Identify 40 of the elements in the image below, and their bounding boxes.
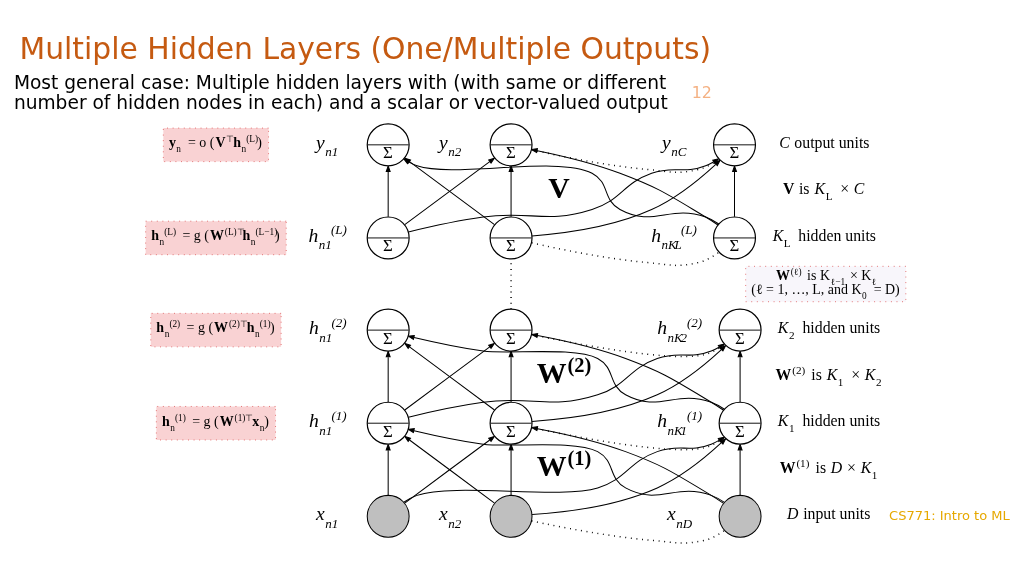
arrow bbox=[406, 335, 725, 410]
node-box: h$_{n}$$^{(1)}$ = g (W$^{(1)⊤}$x$_{n}$) bbox=[155, 406, 276, 441]
arrow bbox=[737, 349, 743, 403]
node-label: y$_{n2}$ bbox=[438, 131, 462, 160]
node-label: x$_{nD}$ bbox=[667, 503, 693, 531]
node-label: y$_{nC}$ bbox=[661, 131, 687, 160]
label: K$_{1}$ hidden units bbox=[777, 412, 881, 435]
arrow bbox=[407, 343, 726, 418]
label: W$^{(1)}$ bbox=[536, 447, 592, 483]
label: Most general case: Multiple hidden layers with (with same or different number of hidden nodes in each) and a scalar or vector-valued output bbox=[13, 71, 668, 113]
arrow bbox=[737, 442, 743, 496]
label: V bbox=[548, 171, 570, 204]
node-label: y$_{n1}$ bbox=[316, 131, 339, 160]
arrow bbox=[731, 164, 738, 218]
connector bbox=[530, 333, 726, 358]
node-circle bbox=[718, 494, 762, 538]
node-box: W$^{(ℓ)}$ is K$_{ℓ−1}$ × K$_{ℓ}$ (ℓ = 1, …, L, and K$_{0}$ = D) bbox=[745, 265, 907, 303]
node-label: x$_{n2}$ bbox=[438, 503, 462, 531]
label: CS771: Intro to ML bbox=[889, 507, 1010, 523]
arrow bbox=[508, 164, 514, 218]
node-circle bbox=[489, 494, 533, 538]
node-box: h$_{n}$$^{(L)}$ = g (W$^{(L)⊤}$h$_{n}$$^{(L−1)}$) bbox=[145, 220, 287, 256]
node-label: x$_{n1}$ bbox=[316, 503, 339, 531]
arrow bbox=[385, 442, 391, 496]
label: K$_{L}$ hidden units bbox=[772, 226, 877, 249]
label: D input units bbox=[787, 505, 871, 523]
label: W$^{(2)}$ is K$_{1}$ × K$_{2}$ bbox=[775, 363, 882, 388]
arrow bbox=[385, 349, 391, 403]
label: W$^{(1)}$ is D × K$_{1}$ bbox=[779, 456, 878, 481]
node-box: h$_{n}$$^{(2)}$ = g (W$^{(2)⊤}$h$_{n}$$^{(1)}$) bbox=[150, 312, 282, 348]
arrow bbox=[385, 164, 391, 218]
arrow bbox=[530, 332, 725, 411]
diagram-title: Multiple Hidden Layers (One/Multiple Outputs) bbox=[19, 31, 712, 67]
label: 12 bbox=[691, 82, 712, 102]
node-circle bbox=[366, 494, 410, 538]
label: C output units bbox=[779, 133, 870, 151]
label: W$^{(2)}$ bbox=[536, 354, 592, 390]
node-box: y$_{n}$ = o (V$^{⊤}$h$_{n}$$^{(L)}$) bbox=[162, 127, 269, 163]
label: K$_{2}$ hidden units bbox=[777, 319, 881, 341]
label: V is K$_{L}$ × C bbox=[782, 180, 865, 203]
